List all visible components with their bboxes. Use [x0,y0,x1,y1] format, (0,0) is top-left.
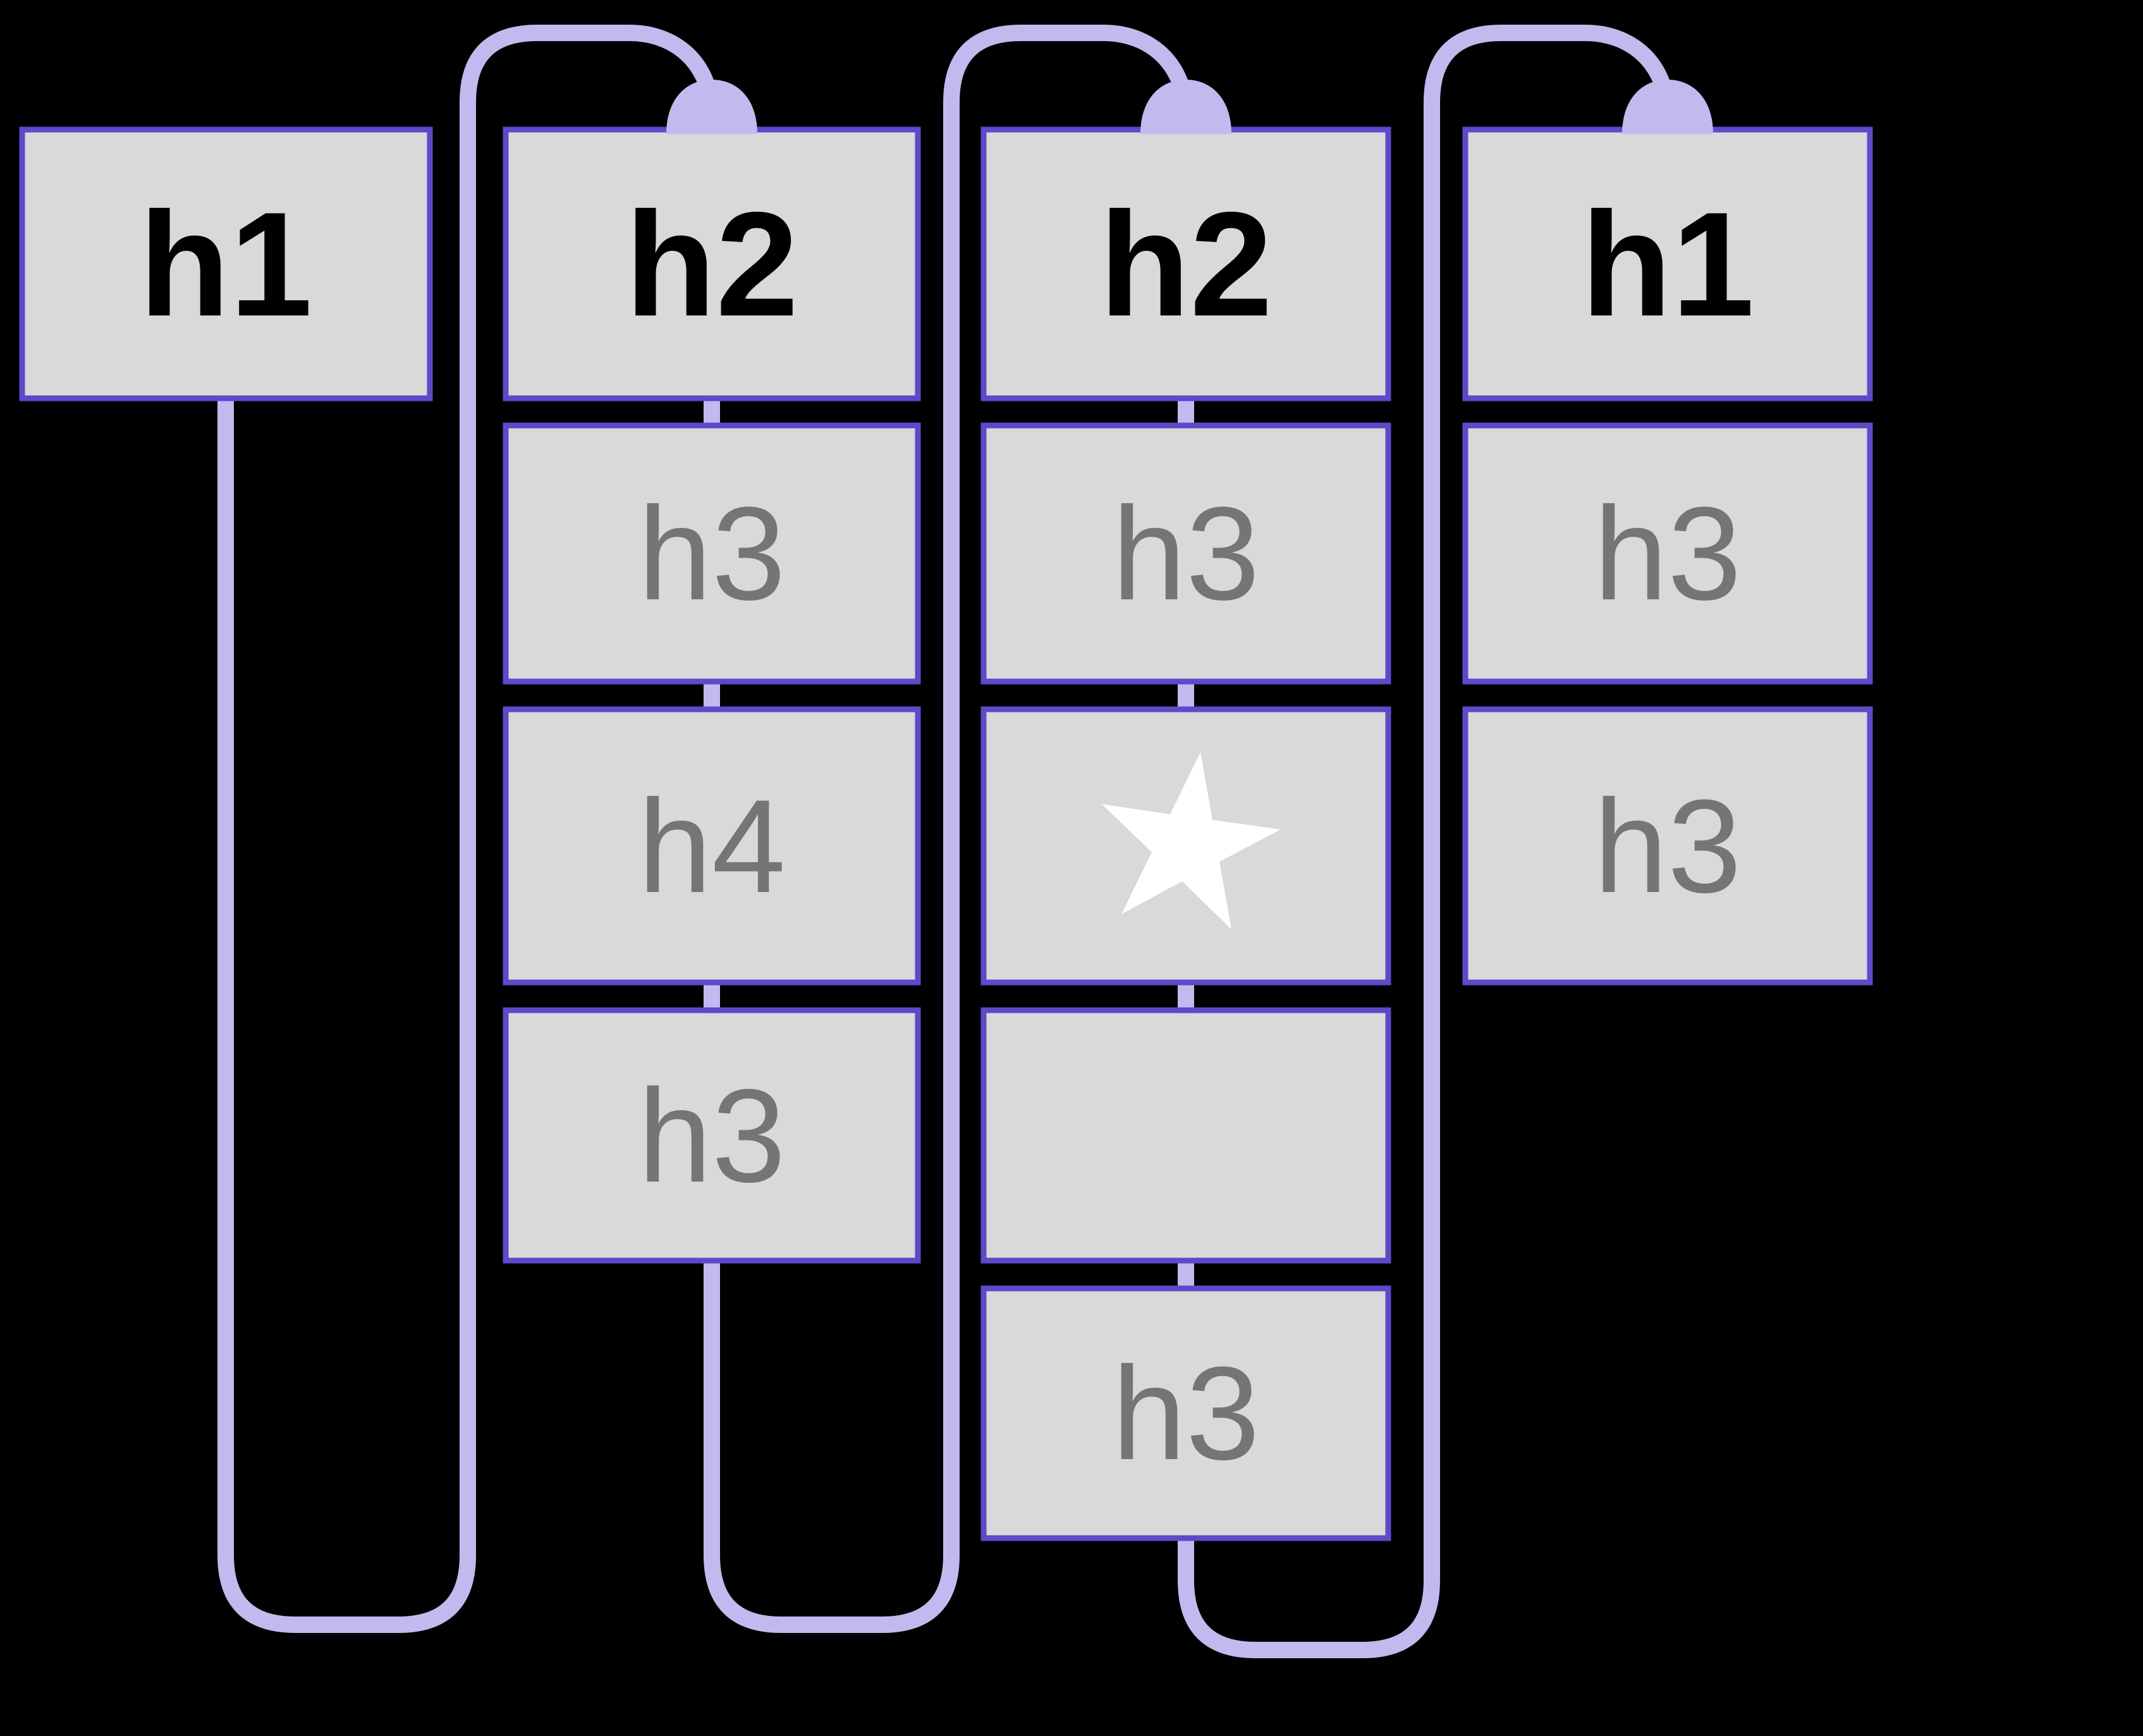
heading-label: h3 [1594,772,1742,920]
box-rect [1462,706,1873,986]
box-rect [19,126,433,401]
box-rect [1462,422,1873,685]
heading-box-col4-h3a: h3 [1462,422,1873,685]
box-rect [980,422,1391,685]
reading-order-flow [217,25,1676,1658]
heading-box-col2-h2: h2 [503,126,921,401]
flow-path-col3-to-col4 [1178,25,1676,1658]
heading-label: h1 [139,181,312,347]
heading-box-col2-h4: h4 [503,706,921,986]
heading-box-col4-h1: h1 [1462,126,1873,401]
heading-box-col3-h3b: h3 [980,1285,1391,1541]
box-rect [980,1007,1391,1264]
heading-box-col1-h1: h1 [19,126,433,401]
box-rect [980,1285,1391,1541]
entry-dots [666,80,1713,134]
heading-label: h3 [638,479,786,628]
entry-dot-col3 [1140,80,1231,134]
heading-label: h1 [1581,181,1754,347]
heading-box-col3-star [980,706,1391,986]
box-rect [503,126,921,401]
heading-label: h2 [1099,181,1273,347]
heading-box-col3-h3a: h3 [980,422,1391,685]
heading-label: h3 [638,1061,786,1210]
star-icon [1102,752,1281,929]
box-rect [980,126,1391,401]
heading-label: h3 [1112,1339,1260,1488]
heading-label: h2 [625,181,798,347]
heading-label: h4 [638,772,786,920]
heading-box-col3-h2: h2 [980,126,1391,401]
box-rect [503,706,921,986]
entry-dot-col4 [1622,80,1713,134]
heading-box-col4-h3b: h3 [1462,706,1873,986]
box-rect [503,422,921,685]
box-rect [503,1007,921,1264]
flow-path-col1-to-col2 [217,25,720,1633]
heading-box-col2-h3a: h3 [503,422,921,685]
heading-label: h3 [1594,479,1742,628]
flow-path-col2-to-col3 [704,25,1194,1633]
heading-box-col2-h3b: h3 [503,1007,921,1264]
box-rect [1462,126,1873,401]
heading-boxes: h1 h2 h3 h4 h3 h2 [19,126,1873,1541]
heading-label: h3 [1112,479,1260,628]
box-rect [980,706,1391,986]
heading-box-col3-blank [980,1007,1391,1264]
entry-dot-col2 [666,80,757,134]
